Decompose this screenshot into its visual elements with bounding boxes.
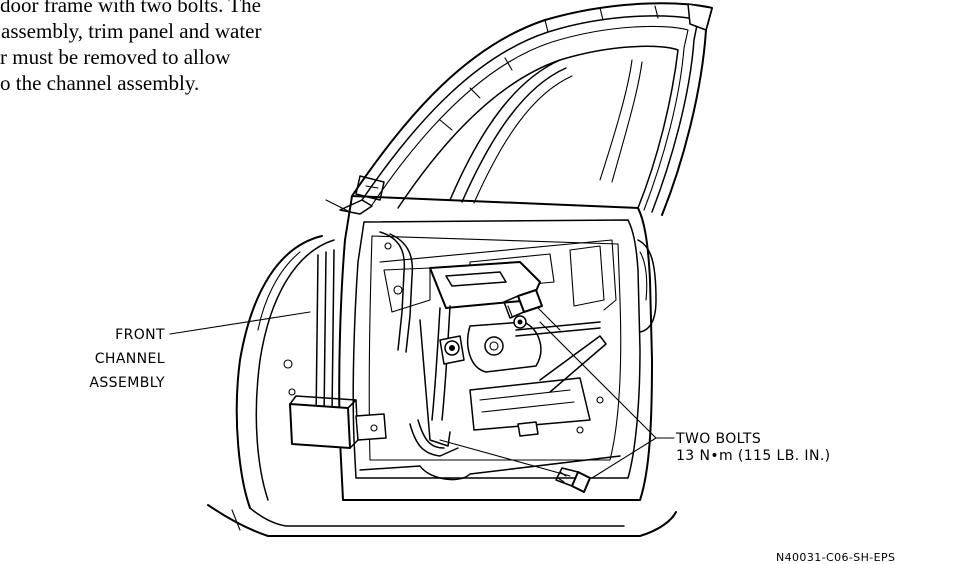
front-channel-label-line-3: ASSEMBLY (89, 375, 165, 391)
front-channel-assembly (289, 175, 414, 449)
front-channel-label-line-2: CHANNEL (94, 351, 165, 367)
intro-line-2: assembly, trim panel and water (1, 19, 262, 43)
intro-line-4: o the channel assembly. (0, 71, 200, 95)
window-frame (351, 2, 713, 216)
door-inner-panel (283, 195, 657, 501)
two-bolts-title: TWO BOLTS (676, 431, 762, 447)
intro-line-1: door frame with two bolts. The (0, 0, 261, 17)
front-channel-label-line-1: FRONT (115, 327, 165, 343)
front-channel-leader (169, 199, 351, 335)
intro-line-3: r must be removed to allow (0, 45, 231, 69)
lower-bolt (555, 467, 591, 493)
figure-id: N40031-C06-SH-EPS (776, 551, 896, 564)
two-bolts-leader (439, 307, 675, 479)
intro-paragraph: door frame with two bolts. The assembly,… (0, 0, 360, 96)
window-regulator (409, 261, 607, 457)
door-outer-skin (207, 235, 677, 537)
front-channel-label: FRONT CHANNEL ASSEMBLY (60, 327, 165, 392)
two-bolts-torque: 13 N•m (115 LB. IN.) (676, 448, 831, 464)
upper-bolt (503, 289, 543, 319)
two-bolts-label: TWO BOLTS 13 N•m (115 LB. IN.) (676, 431, 831, 465)
